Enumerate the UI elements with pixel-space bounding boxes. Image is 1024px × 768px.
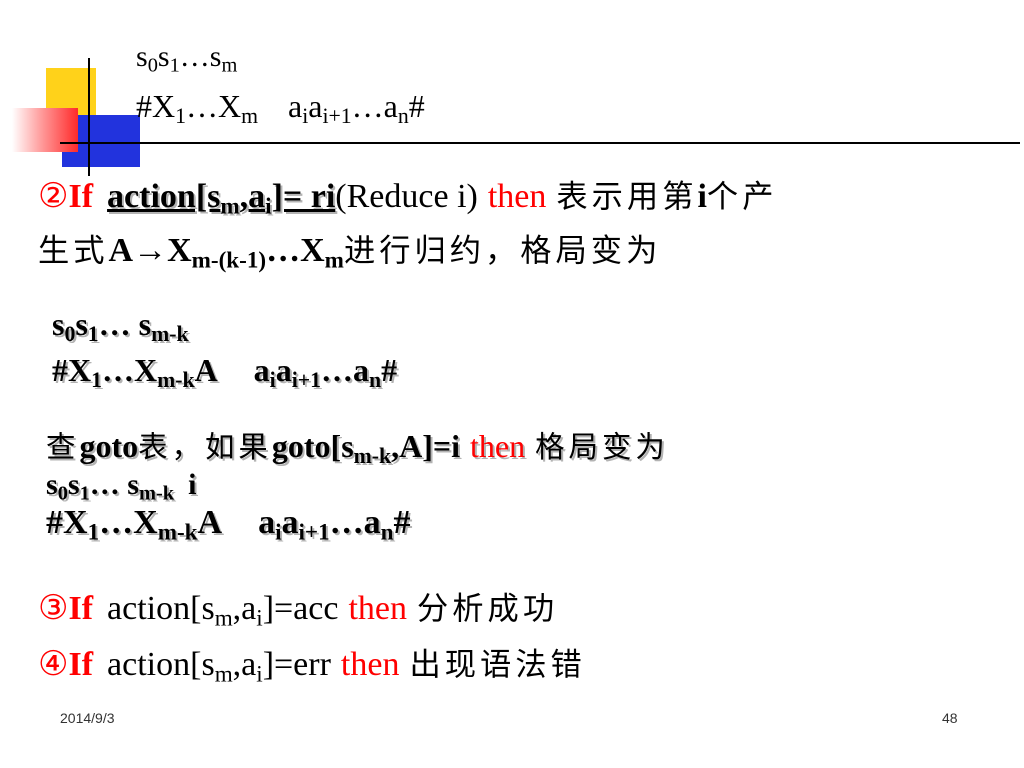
footer-page-number: 48 xyxy=(942,710,958,726)
decor-red-bar xyxy=(12,108,78,152)
step2-line2: 生式A→Xm-(k-1)…Xm进行归约，格局变为 xyxy=(38,232,662,274)
config1-state-stack: s0s1… sm-k xyxy=(52,306,189,347)
title-underline xyxy=(60,142,1020,144)
decor-vertical-line xyxy=(88,58,90,176)
footer-date: 2014/9/3 xyxy=(60,710,115,726)
header-state-stack: s0s1…sm xyxy=(136,40,238,77)
